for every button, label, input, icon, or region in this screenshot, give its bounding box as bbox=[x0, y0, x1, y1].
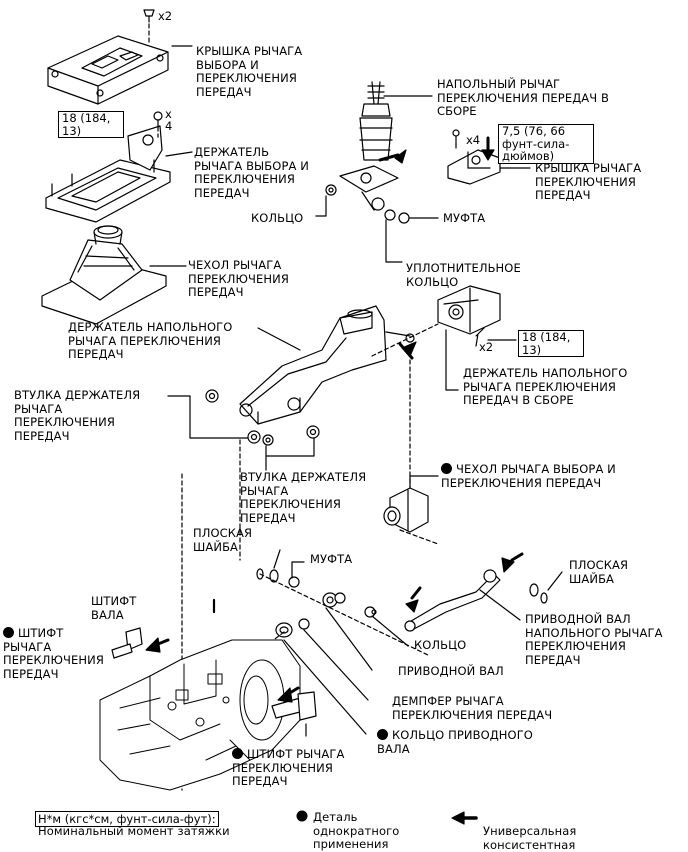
grease-arrow-4 bbox=[501, 557, 515, 573]
label-floor-lever-assy: НАПОЛЬНЫЙ РЫЧАГ ПЕРЕКЛЮЧЕНИЯ ПЕРЕДАЧ В С… bbox=[437, 77, 609, 119]
label-flat-washer-left: ПЛОСКАЯ ШАЙБА bbox=[193, 526, 253, 554]
non-reusable-dot bbox=[377, 729, 388, 740]
drive-shaft-part bbox=[322, 592, 346, 608]
lever-cover-right-part bbox=[447, 149, 501, 185]
non-reusable-dot bbox=[441, 463, 452, 474]
label-floor-holder: ДЕРЖАТЕЛЬ НАПОЛЬНОГО РЫЧАГА ПЕРЕКЛЮЧЕНИЯ… bbox=[68, 320, 233, 362]
leader-ring-top bbox=[315, 195, 327, 217]
label-holder-bushing-2: ВТУЛКА ДЕРЖАТЕЛЯ РЫЧАГА ПЕРЕКЛЮЧЕНИЯ ПЕР… bbox=[240, 470, 367, 525]
lever-boot-part bbox=[41, 225, 167, 325]
leader-bushing-mid bbox=[291, 561, 305, 579]
holder-bushing-parts bbox=[205, 389, 320, 446]
label-lever-holder: ДЕРЖАТЕЛЬ РЫЧАГА ВЫБОРА И ПЕРЕКЛЮЧЕНИЯ П… bbox=[194, 145, 309, 200]
count-x2-holder: x2 bbox=[479, 340, 494, 354]
label-bushing-mid: МУФТА bbox=[310, 552, 353, 566]
torque-box-holder-assy: 18 (184, 13) bbox=[518, 330, 584, 357]
label-drive-shaft: ПРИВОДНОЙ ВАЛ bbox=[398, 664, 504, 678]
grease-arrow-7 bbox=[277, 687, 293, 703]
label-shift-pin: ШТИФТ РЫЧАГА ПЕРЕКЛЮЧЕНИЯ ПЕРЕДАЧ bbox=[3, 626, 104, 681]
label-holder-bushing-1: ВТУЛКА ДЕРЖАТЕЛЯ РЫЧАГА ПЕРЕКЛЮЧЕНИЯ ПЕР… bbox=[14, 388, 141, 443]
label-floor-holder-assy: ДЕРЖАТЕЛЬ НАПОЛЬНОГО РЫЧАГА ПЕРЕКЛЮЧЕНИЯ… bbox=[463, 366, 628, 408]
non-reusable-dot bbox=[3, 627, 14, 638]
floor-holder-assy-part bbox=[437, 285, 501, 335]
leader-holder-assy bbox=[445, 329, 459, 391]
leader-bushing-1 bbox=[167, 395, 249, 439]
floor-holder-part bbox=[239, 305, 415, 425]
leader-washer-left bbox=[273, 549, 281, 569]
label-lever-cover-right: КРЫШКА РЫЧАГА ПЕРЕКЛЮЧЕНИЯ ПЕРЕДАЧ bbox=[535, 161, 642, 203]
bushing-top-part bbox=[384, 209, 410, 224]
label-damper: ДЕМПФЕР РЫЧАГА ПЕРЕКЛЮЧЕНИЯ ПЕРЕДАЧ bbox=[392, 694, 553, 722]
leader-bushing-2 bbox=[265, 437, 315, 457]
grease-arrow-1 bbox=[394, 149, 407, 164]
cover-screw bbox=[143, 9, 155, 45]
lever-holder-part bbox=[45, 125, 171, 223]
label-select-boot: ЧЕХОЛ РЫЧАГА ВЫБОРА И ПЕРЕКЛЮЧЕНИЯ ПЕРЕД… bbox=[441, 462, 616, 490]
label-shift-lever-pin: ШТИФТ РЫЧАГА ПЕРЕКЛЮЧЕНИЯ ПЕРЕДАЧ bbox=[232, 747, 345, 789]
damper-part bbox=[298, 618, 310, 630]
transmission-housing bbox=[99, 639, 301, 791]
shift-lever-pin-part bbox=[271, 691, 317, 721]
label-drive-shaft-ring: КОЛЬЦО ПРИВОДНОГО ВАЛА bbox=[377, 728, 533, 756]
label-ring-mid: КОЛЬЦО bbox=[414, 638, 467, 652]
leader-washer-right bbox=[547, 571, 563, 591]
non-reusable-dot-legend bbox=[296, 810, 308, 822]
leader-damper bbox=[303, 629, 369, 701]
shift-lever-cover-part bbox=[47, 35, 169, 105]
label-o-ring: УПЛОТНИТЕЛЬНОЕ КОЛЬЦО bbox=[406, 261, 521, 289]
count-x4: x4 bbox=[466, 133, 481, 147]
label-bushing-top: МУФТА bbox=[443, 211, 486, 225]
legend-torque-unit: Н*м (кгс*см, фунт-сила-фут): bbox=[35, 811, 219, 827]
leader-ring-mid bbox=[371, 615, 409, 647]
leader-select-boot bbox=[409, 475, 439, 489]
legend-torque-desc: Номинальный момент затяжки bbox=[38, 824, 230, 838]
count-x4-holder: x 4 bbox=[165, 107, 173, 133]
leader-holder bbox=[165, 151, 193, 157]
torque-box-holder: 18 (184, 13) bbox=[58, 111, 124, 138]
floor-lever-part bbox=[339, 81, 399, 211]
drive-shaft-ring-part bbox=[275, 622, 293, 638]
holder-assy-bolt bbox=[475, 327, 485, 347]
flat-washer-left-part bbox=[256, 568, 279, 583]
non-reusable-dot bbox=[232, 748, 243, 759]
label-flat-washer-right: ПЛОСКАЯ ШАЙБА bbox=[569, 558, 629, 586]
torque-box-cover: 7,5 (76, 66 фунт-сила-дюймов) bbox=[498, 124, 594, 164]
leader-floor-holder bbox=[257, 327, 301, 351]
leader-drive-shaft-ring bbox=[283, 639, 367, 735]
legend-non-reusable: Деталь однократного применения bbox=[313, 810, 400, 852]
ring-top-part bbox=[325, 184, 337, 196]
label-drive-shaft-floor: ПРИВОДНОЙ ВАЛ НАПОЛЬНОГО РЫЧАГА ПЕРЕКЛЮЧ… bbox=[525, 612, 663, 667]
holder-bolt bbox=[153, 111, 163, 141]
grease-arrow-5 bbox=[405, 599, 419, 613]
ring-mid-part bbox=[364, 606, 377, 618]
leader-drive-shaft-floor bbox=[479, 589, 521, 621]
cover-right-bolt bbox=[452, 129, 460, 149]
label-shift-lever-cover: КРЫШКА РЫЧАГА ВЫБОРА И ПЕРЕКЛЮЧЕНИЯ ПЕРЕ… bbox=[196, 44, 303, 99]
count-x2: x2 bbox=[158, 9, 173, 23]
legend-grease: Универсальная консистентная bbox=[483, 824, 577, 852]
bushing-mid-part bbox=[288, 576, 300, 588]
label-lever-boot: ЧЕХОЛ РЫЧАГА ПЕРЕКЛЮЧЕНИЯ ПЕРЕДАЧ bbox=[188, 258, 289, 300]
label-ring-top: КОЛЬЦО bbox=[251, 211, 304, 225]
shift-pin-part bbox=[111, 627, 143, 659]
select-boot-part bbox=[383, 487, 429, 533]
flat-washer-right-part bbox=[529, 583, 548, 604]
leader-drive-shaft bbox=[325, 607, 373, 671]
drive-shaft-floor-part bbox=[404, 569, 501, 632]
leader-o-ring bbox=[385, 219, 403, 263]
label-shaft-pin: ШТИФТ ВАЛА bbox=[91, 594, 137, 622]
